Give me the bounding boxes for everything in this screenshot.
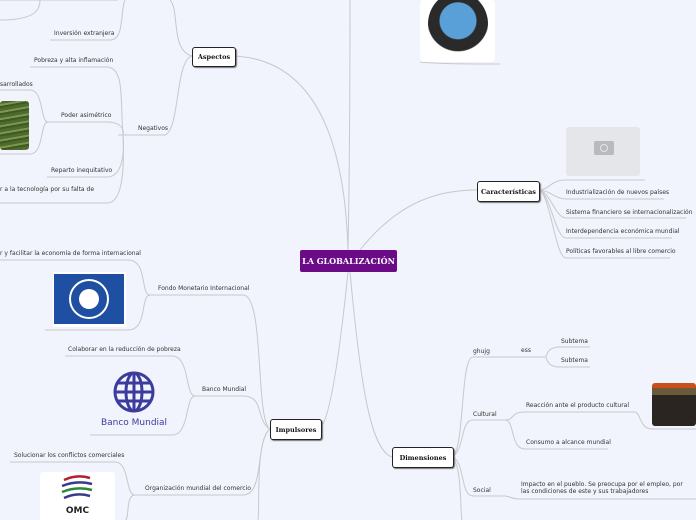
node-label: Dimensiones <box>399 453 447 462</box>
topic-industrializacion[interactable]: Industrialización de nuevos países <box>566 189 670 196</box>
farm-field-image <box>0 101 29 150</box>
node-impulsores[interactable]: Impulsores <box>270 419 322 440</box>
node-aspectos[interactable]: Aspectos <box>192 47 236 67</box>
camera-icon <box>594 141 614 155</box>
wto-logo-image: OMC <box>40 472 115 520</box>
topic-omc-sub[interactable]: Solucionar los conflictos comerciales <box>14 452 125 459</box>
topic-ghujg[interactable]: ghujg <box>473 348 490 355</box>
world-bank-logo: Banco Mundial <box>100 370 168 428</box>
topic-fmi[interactable]: Fondo Monetario Internacional <box>158 285 250 292</box>
topic-impacto[interactable]: Impacto en el pueblo. Se preocupa por el… <box>521 481 683 495</box>
node-caracteristicas[interactable]: Características <box>477 181 540 202</box>
topic-pobreza[interactable]: Pobreza y alta inflamación <box>34 57 114 64</box>
imf-logo-image <box>53 272 126 327</box>
topic-banco-sub[interactable]: Colaborar en la reducción de pobreza <box>68 346 181 353</box>
node-label: Impulsores <box>275 425 317 434</box>
node-label: Aspectos <box>197 53 231 61</box>
topic-tecnologia[interactable]: r a la tecnología por su falta de <box>0 186 95 193</box>
globe-people-image <box>420 0 495 62</box>
crowd-image <box>652 383 696 426</box>
topic-reaccion[interactable]: Reacción ante el producto cultural <box>526 402 629 409</box>
topic-reparto[interactable]: Reparto inequitativo <box>51 167 113 174</box>
node-dimensiones[interactable]: Dimensiones <box>392 447 454 468</box>
topic-subtema-1[interactable]: Subtema <box>561 338 588 345</box>
world-bank-logo-text: Banco Mundial <box>100 418 168 428</box>
central-topic-label: LA GLOBALIZACIÓN <box>302 256 395 266</box>
topic-cultural[interactable]: Cultural <box>473 411 497 418</box>
topic-banco[interactable]: Banco Mundial <box>202 386 247 393</box>
topic-fmi-sub[interactable]: r y facilitar la economía de forma inter… <box>0 250 141 257</box>
topic-politicas[interactable]: Políticas favorables al libre comercio <box>566 248 676 255</box>
wto-logo-text: OMC <box>65 506 90 516</box>
topic-ess[interactable]: ess <box>521 347 531 354</box>
topic-inversion[interactable]: Inversión extranjera <box>54 30 115 37</box>
topic-poder[interactable]: Poder asimétrico <box>61 112 112 119</box>
central-topic[interactable]: LA GLOBALIZACIÓN <box>300 250 397 272</box>
topic-desarrollados[interactable]: sarrollados <box>0 81 33 88</box>
image-placeholder <box>566 127 640 176</box>
topic-sistema-financiero[interactable]: Sistema financiero se internacionalizaci… <box>566 209 693 216</box>
topic-interdependencia[interactable]: Interdependencia económica mundial <box>566 228 680 235</box>
topic-subtema-2[interactable]: Subtema <box>561 357 588 364</box>
topic-social[interactable]: Social <box>473 487 491 494</box>
node-label: Características <box>481 187 536 196</box>
globe-icon <box>113 371 155 413</box>
topic-negativos[interactable]: Negativos <box>138 125 169 132</box>
topic-consumo[interactable]: Consumo a alcance mundial <box>526 439 611 446</box>
topic-omc[interactable]: Organización mundial del comercio <box>145 485 251 492</box>
